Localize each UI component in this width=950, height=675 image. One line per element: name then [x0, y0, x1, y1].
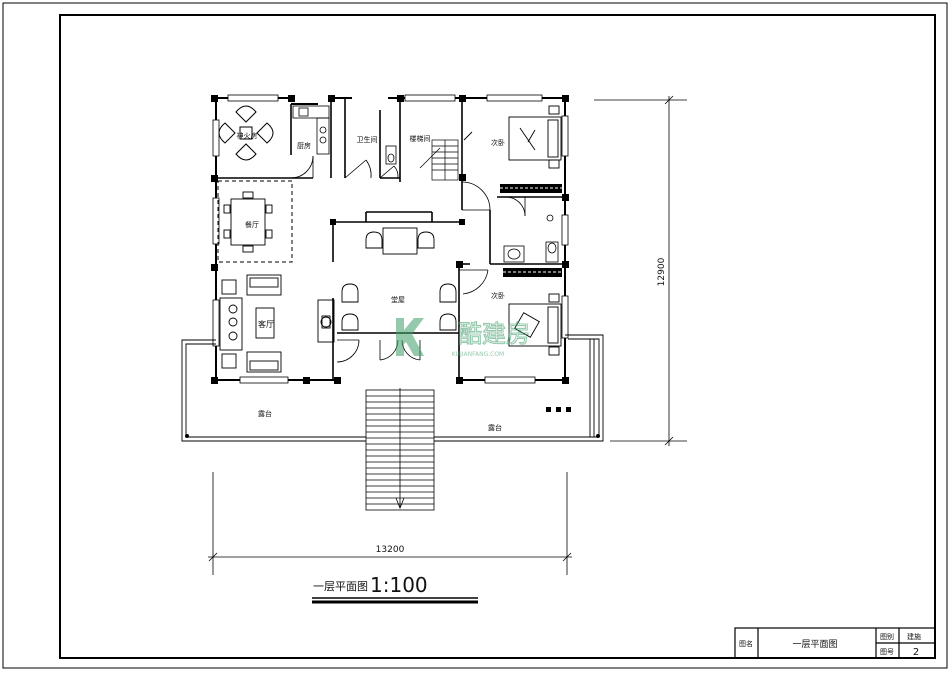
watermark-url: KUJIANFANG.COM	[452, 351, 504, 358]
room-label-terrace-left: 露台	[258, 409, 272, 418]
bath-fixtures-right	[503, 214, 559, 263]
hall-altar	[365, 227, 435, 255]
kitchen-counters	[292, 105, 330, 155]
caption-scale: 1:100	[370, 573, 428, 597]
wardrobe-top	[500, 184, 562, 193]
doors	[290, 155, 526, 363]
watermark: 酷建房 KUJIANFANG.COM	[396, 318, 531, 358]
bath-fixtures-top	[385, 145, 397, 165]
windows	[212, 94, 569, 384]
title-block-name-label: 图名	[739, 639, 753, 648]
caption-title: 一层平面图	[313, 580, 368, 593]
bedroom-bottom-furniture	[508, 293, 562, 356]
staircase	[419, 139, 459, 181]
room-labels: 神火房 厨房 卫生间 楼梯间 次卧 餐厅 堂屋 客厅 次卧 露台 露台	[237, 131, 506, 432]
title-block	[734, 627, 936, 659]
title-block-number-value: 2	[913, 647, 919, 658]
room-label-living: 客厅	[258, 319, 274, 329]
room-label-terrace-right: 露台	[488, 423, 502, 432]
title-block-category-value: 建施	[907, 632, 921, 641]
bedroom-top-furniture	[463, 105, 562, 169]
shrine-furniture	[218, 105, 274, 161]
dining-furniture	[223, 191, 273, 253]
dimension-width: 13200	[376, 545, 405, 555]
wardrobe-bottom	[503, 268, 562, 277]
room-label-bathroom: 卫生间	[357, 135, 378, 144]
room-label-dining: 餐厅	[245, 220, 259, 229]
title-block-category-label: 图别	[880, 632, 894, 641]
watermark-logo	[396, 318, 424, 356]
watermark-brand: 酷建房	[458, 320, 530, 348]
inner-frame	[59, 14, 936, 659]
room-label-kitchen: 厨房	[297, 141, 311, 150]
title-block-name-value: 一层平面图	[792, 639, 837, 650]
title-block-number-label: 图号	[880, 648, 894, 656]
room-label-stair-room: 楼梯间	[410, 134, 431, 143]
columns	[211, 95, 571, 412]
room-label-bedroom-bottom: 次卧	[491, 291, 505, 300]
interior-walls	[216, 98, 565, 380]
room-label-hall: 堂屋	[391, 295, 405, 304]
hall-chairs	[317, 283, 457, 343]
room-label-shrine: 神火房	[237, 131, 258, 140]
dining-dashed-zone	[217, 180, 293, 263]
dimension-depth: 12900	[657, 257, 667, 286]
living-furniture	[219, 274, 282, 373]
room-label-bedroom-top: 次卧	[491, 138, 505, 147]
dimension-lines	[208, 95, 687, 575]
